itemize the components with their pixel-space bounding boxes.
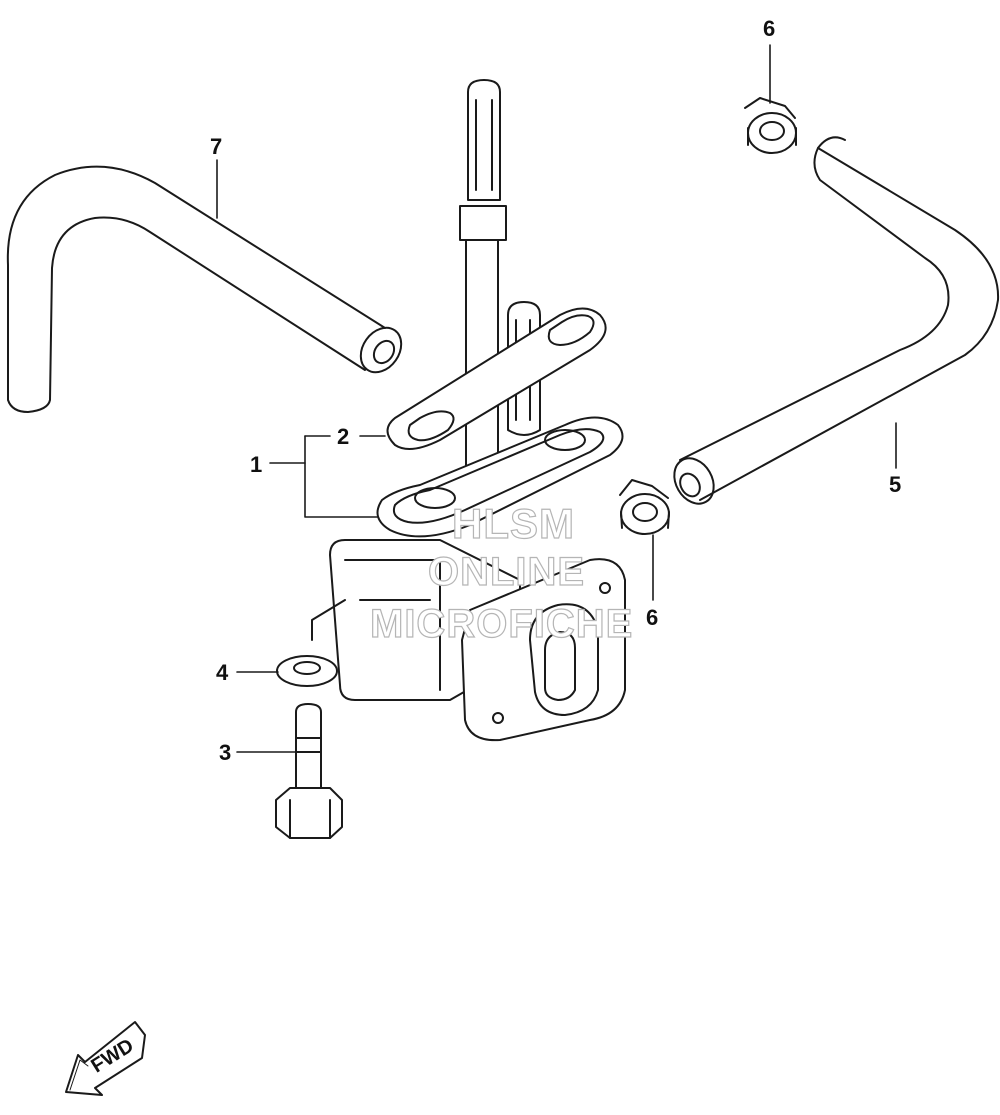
watermark-line-1: HLSM	[451, 499, 575, 547]
callout-7: 7	[210, 134, 223, 159]
callout-6-mid: 6	[646, 605, 659, 630]
bolt-part-3	[275, 703, 343, 839]
fuel-valve-body	[311, 539, 626, 742]
clamp-mid-part-6	[619, 479, 670, 535]
hose-left-part-7	[6, 165, 403, 413]
fuel-valve-tubes	[459, 79, 541, 481]
callout-2: 2	[337, 424, 350, 449]
clamp-top-part-6	[744, 97, 797, 154]
washer-part-4	[276, 655, 338, 687]
callout-4: 4	[216, 660, 229, 685]
callout-6-top: 6	[763, 16, 776, 41]
callout-3: 3	[219, 740, 232, 765]
hose-right-part-5	[673, 136, 1000, 505]
callout-5: 5	[889, 472, 902, 497]
watermark-line-3: MICROFICHE	[369, 601, 634, 646]
flange-part-1	[376, 416, 624, 538]
fwd-arrow	[65, 1021, 146, 1096]
leader-lines	[216, 44, 897, 753]
callout-1: 1	[250, 452, 263, 477]
watermark-line-2: ONLINE	[427, 549, 586, 594]
gasket-upper-part-2	[386, 307, 607, 450]
